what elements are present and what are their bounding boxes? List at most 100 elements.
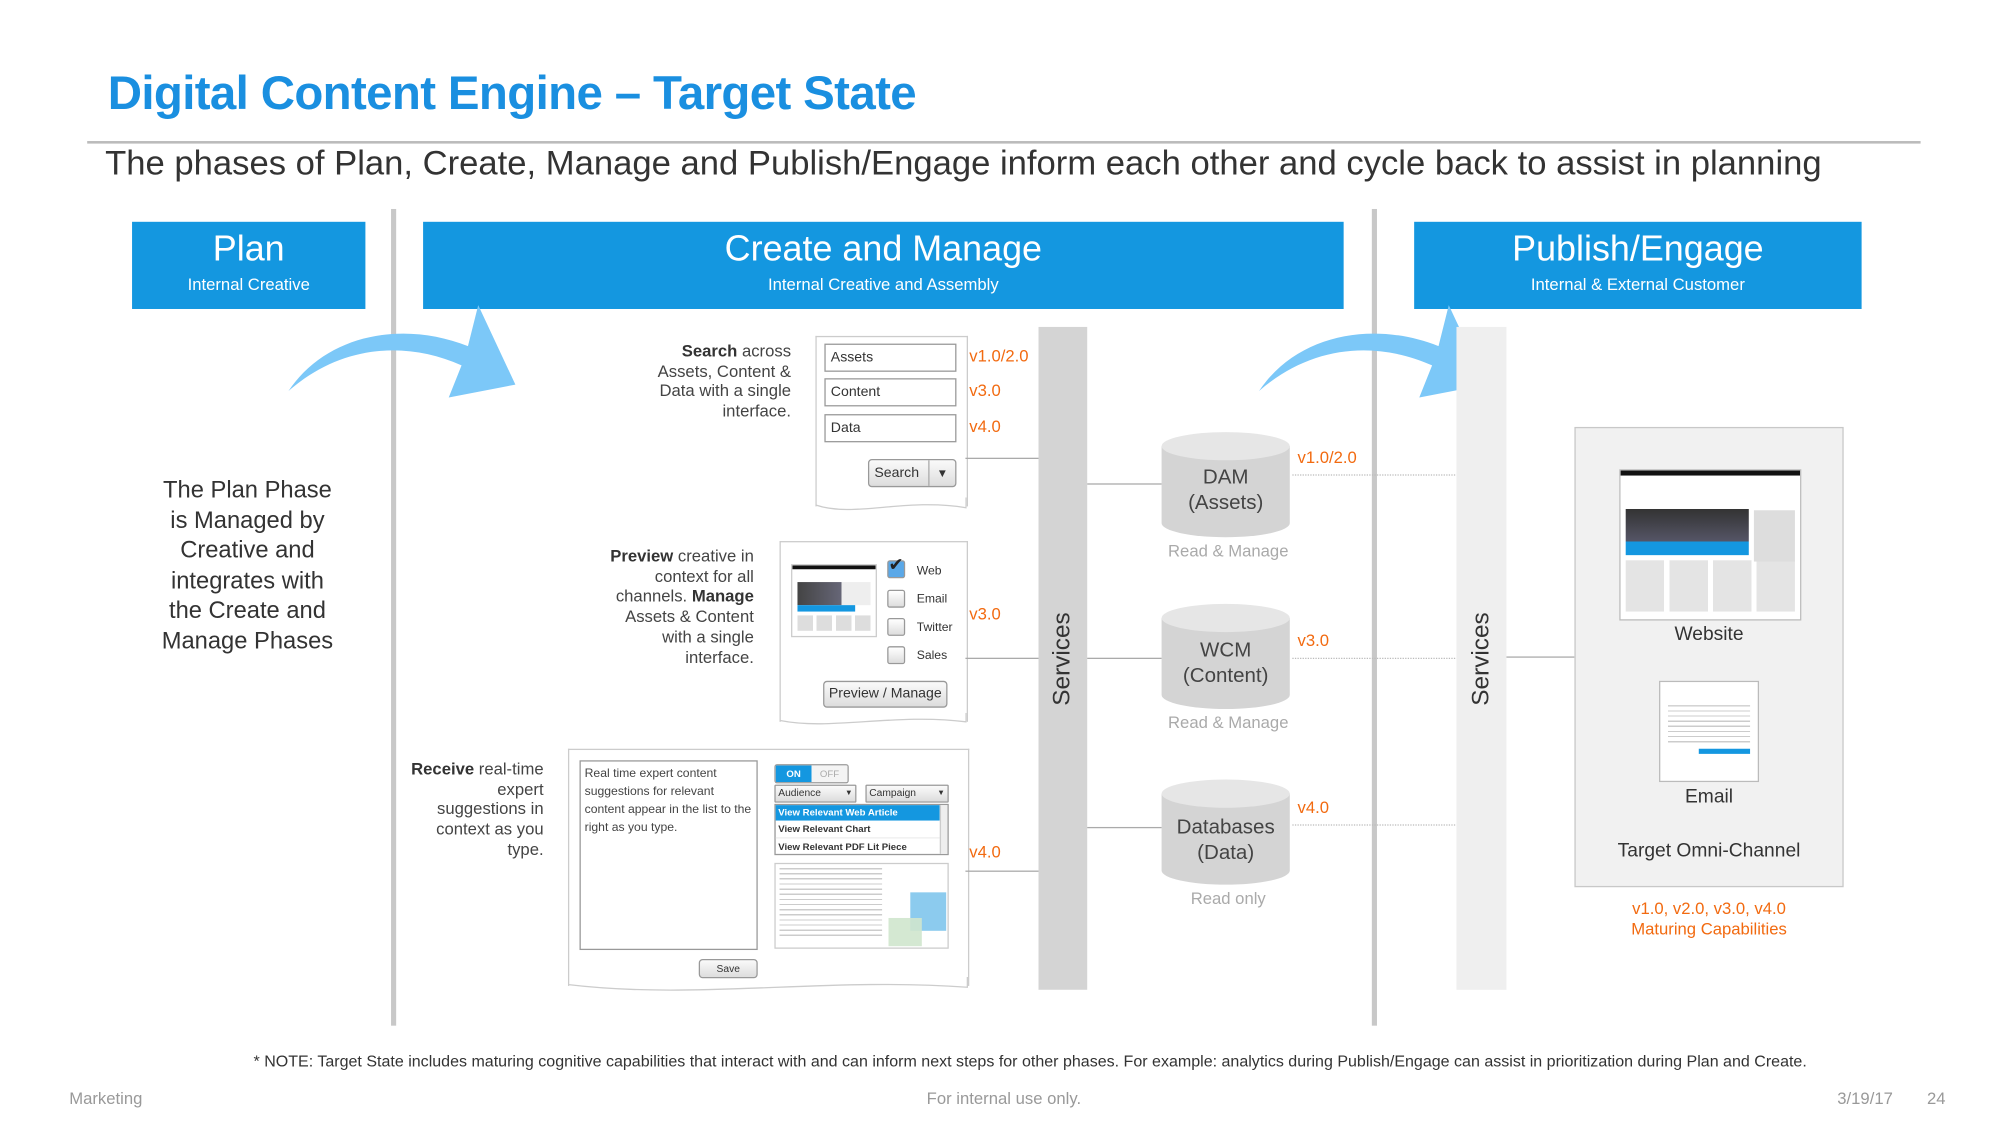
preview-manage-button[interactable]: Preview / Manage [823,680,948,708]
desc-text: across Assets, Content & Data with a sin… [657,341,792,421]
footer-date: 3/19/17 [1837,1088,1893,1108]
footer-department: Marketing [69,1088,143,1108]
save-button[interactable]: Save [698,959,758,979]
website-preview-thumbnail [791,564,877,638]
phase-title: Plan [212,228,285,268]
repo-title: DAM [1202,466,1249,489]
select-value: Campaign [869,787,917,799]
repo-subtitle: (Assets) [1188,492,1264,515]
receive-description: Receive real-time expert suggestions in … [410,759,543,860]
maturing-versions: v1.0, v2.0, v3.0, v4.0 [1632,898,1786,918]
suggestion-item[interactable]: View Relevant PDF Lit Piece [778,841,907,853]
services-layer: Services [1456,326,1507,990]
panel-wavy-edge [815,497,967,511]
chevron-down-icon[interactable]: ▼ [928,460,955,486]
dotted-connector [1292,824,1456,826]
database-cylinder-icon [1161,603,1290,710]
phase-title: Publish/Engage [1512,228,1764,268]
channel-label: Twitter [916,620,953,635]
version-label: v3.0 [969,380,1001,401]
repo-title: WCM [1200,639,1252,662]
phase-header-create-manage: Create and Manage Internal Creative and … [423,221,1344,309]
connector-line [1087,657,1162,659]
desc-bold: Preview [610,546,674,566]
channel-checkbox-twitter[interactable] [887,617,906,636]
channel-label: Sales [916,648,948,663]
maturing-label: Maturing Capabilities [1631,919,1787,939]
search-button-label: Search [874,465,920,481]
phase-divider [1371,208,1377,1026]
channel-checkbox-web[interactable]: ✔ [887,554,906,579]
email-label: Email [1684,785,1734,808]
suggestion-item[interactable]: View Relevant Web Article [775,805,940,821]
footer-confidentiality: For internal use only. [926,1088,1082,1108]
version-label: v3.0 [969,603,1001,624]
audience-select[interactable]: Audience ▼ [774,784,857,803]
phase-divider [391,208,397,1026]
content-textarea[interactable]: Real time expert content suggestions for… [579,760,758,951]
title-divider [87,141,1921,144]
desc-bold: Manage [691,586,754,606]
version-label: v4.0 [969,842,1001,862]
desc-text: real-time expert suggestions in context … [436,759,544,859]
chevron-down-icon: ▼ [937,789,945,798]
phase-subtitle: Internal Creative and Assembly [768,274,999,294]
connector-line [965,457,1039,459]
panel-wavy-edge [779,712,967,725]
phase-header-plan: Plan Internal Creative [132,221,366,309]
version-label: v4.0 [1297,797,1329,817]
dotted-connector [1292,474,1456,476]
suggestion-list: View Relevant Web Article View Relevant … [774,803,949,856]
omni-channel-title: Target Omni-Channel [1617,839,1801,862]
assets-search-field[interactable]: Assets [824,343,957,372]
data-search-field[interactable]: Data [824,414,957,443]
search-button[interactable]: Search ▼ [867,458,957,488]
plan-description: The Plan Phase is Managed by Creative an… [161,475,334,654]
repository-access: Read & Manage [1168,541,1289,561]
desc-bold: Search [681,341,738,361]
campaign-select[interactable]: Campaign ▼ [865,784,949,803]
toggle-off[interactable]: OFF [811,765,848,783]
version-label: v3.0 [1297,630,1329,651]
search-description: Search across Assets, Content & Data wit… [641,341,791,422]
phase-subtitle: Internal Creative [187,274,310,294]
preview-description: Preview creative in context for all chan… [603,546,754,667]
content-search-field[interactable]: Content [824,378,957,407]
channel-label: Email [916,592,948,607]
article-preview-thumbnail [774,862,949,949]
repository-access: Read only [1190,888,1266,908]
website-label: Website [1674,623,1744,645]
version-label: v1.0/2.0 [1297,447,1357,467]
repository-name: WCM(Content) [1162,638,1290,689]
page-subtitle: The phases of Plan, Create, Manage and P… [105,143,1822,183]
connector-line [1506,656,1575,658]
version-label: v4.0 [969,416,1001,436]
chevron-down-icon: ▼ [844,789,853,798]
list-scrollbar[interactable] [939,805,948,854]
repository-access: Read & Manage [1168,712,1289,733]
checkmark-icon: ✔ [888,553,904,575]
select-value: Audience [778,787,822,799]
database-cylinder-icon [1161,779,1290,885]
suggestion-item[interactable]: View Relevant Chart [775,821,940,839]
email-thumbnail [1659,680,1760,783]
page-title: Digital Content Engine – Target State [107,66,917,120]
database-cylinder-icon [1161,432,1290,538]
panel-wavy-edge [567,976,968,991]
channel-checkbox-email[interactable] [887,589,906,608]
cycle-arrow-icon [288,305,516,398]
services-label: Services [1048,611,1076,706]
dotted-connector [1292,657,1456,659]
version-label: v1.0/2.0 [969,346,1029,366]
page-number: 24 [1926,1088,1946,1108]
connector-line [1087,483,1162,485]
channel-checkbox-sales[interactable] [887,646,906,665]
suggestions-toggle[interactable]: ON OFF [774,764,849,784]
desc-bold: Receive [411,759,475,779]
connector-line [965,870,1039,872]
website-thumbnail [1619,469,1802,621]
toggle-on[interactable]: ON [775,765,812,783]
phase-title: Create and Manage [724,228,1043,268]
channel-label: Web [916,564,942,579]
cycle-arrow-icon [1259,305,1486,398]
